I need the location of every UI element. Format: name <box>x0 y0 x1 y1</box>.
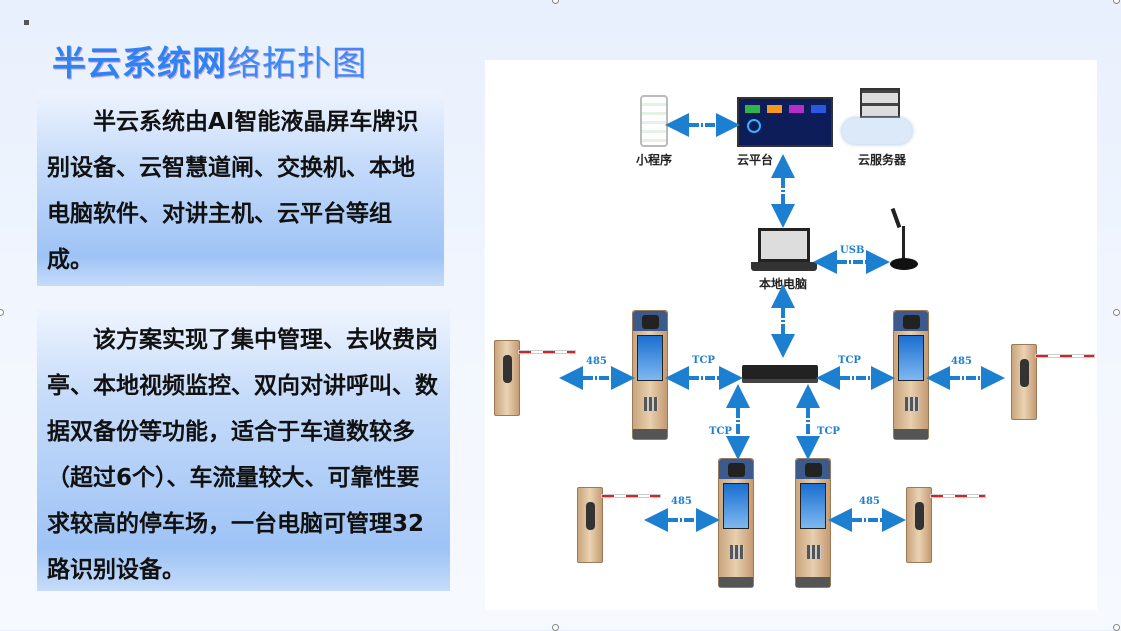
description-box-1: 半云系统由AI智能液晶屏车牌识别设备、云智慧道闸、交换机、本地电脑软件、对讲主机… <box>37 91 444 286</box>
barrier-gate <box>577 487 603 563</box>
plate-recognition-device <box>795 458 831 588</box>
cloud-platform-screen-icon <box>737 97 833 147</box>
plate-recognition-device <box>718 458 754 588</box>
barrier-gate <box>906 487 932 563</box>
barrier-gate <box>1011 344 1037 420</box>
barrier-arm <box>930 494 986 498</box>
laptop-icon <box>758 228 810 262</box>
rs485-label: 485 <box>859 496 880 507</box>
tcp-label: TCP <box>838 355 861 366</box>
phone-icon <box>640 95 668 147</box>
plate-recognition-device <box>893 310 929 440</box>
bullet-marker <box>24 20 29 25</box>
tcp-label: TCP <box>817 426 840 437</box>
rs485-label: 485 <box>951 356 972 367</box>
resize-handle[interactable] <box>0 309 4 316</box>
barrier-arm <box>1035 354 1095 358</box>
laptop-base <box>751 262 817 271</box>
page-title: 半云系统网络拓扑图 <box>52 44 367 84</box>
resize-handle[interactable] <box>1113 0 1120 4</box>
description-text-2: 该方案实现了集中管理、去收费岗亭、本地视频监控、双向对讲呼叫、数据双备份等功能，… <box>47 327 438 583</box>
description-text-1: 半云系统由AI智能液晶屏车牌识别设备、云智慧道闸、交换机、本地电脑软件、对讲主机… <box>47 109 419 273</box>
tcp-label: TCP <box>692 355 715 366</box>
resize-handle[interactable] <box>552 0 559 4</box>
intercom-microphone-icon <box>888 207 922 272</box>
barrier-arm <box>601 494 661 498</box>
cloud-server-icon <box>842 86 912 148</box>
barrier-arm <box>518 350 576 354</box>
resize-handle[interactable] <box>1113 309 1120 316</box>
tcp-label: TCP <box>709 426 732 437</box>
rs485-label: 485 <box>671 496 692 507</box>
cloud-platform-label: 云平台 <box>737 153 774 167</box>
description-box-2: 该方案实现了集中管理、去收费岗亭、本地视频监控、双向对讲呼叫、数据双备份等功能，… <box>37 309 450 591</box>
cloud-server-label: 云服务器 <box>858 153 907 167</box>
rs485-label: 485 <box>586 356 607 367</box>
mini-program-label: 小程序 <box>636 153 673 167</box>
network-switch-icon <box>742 365 818 383</box>
barrier-gate <box>494 340 520 416</box>
